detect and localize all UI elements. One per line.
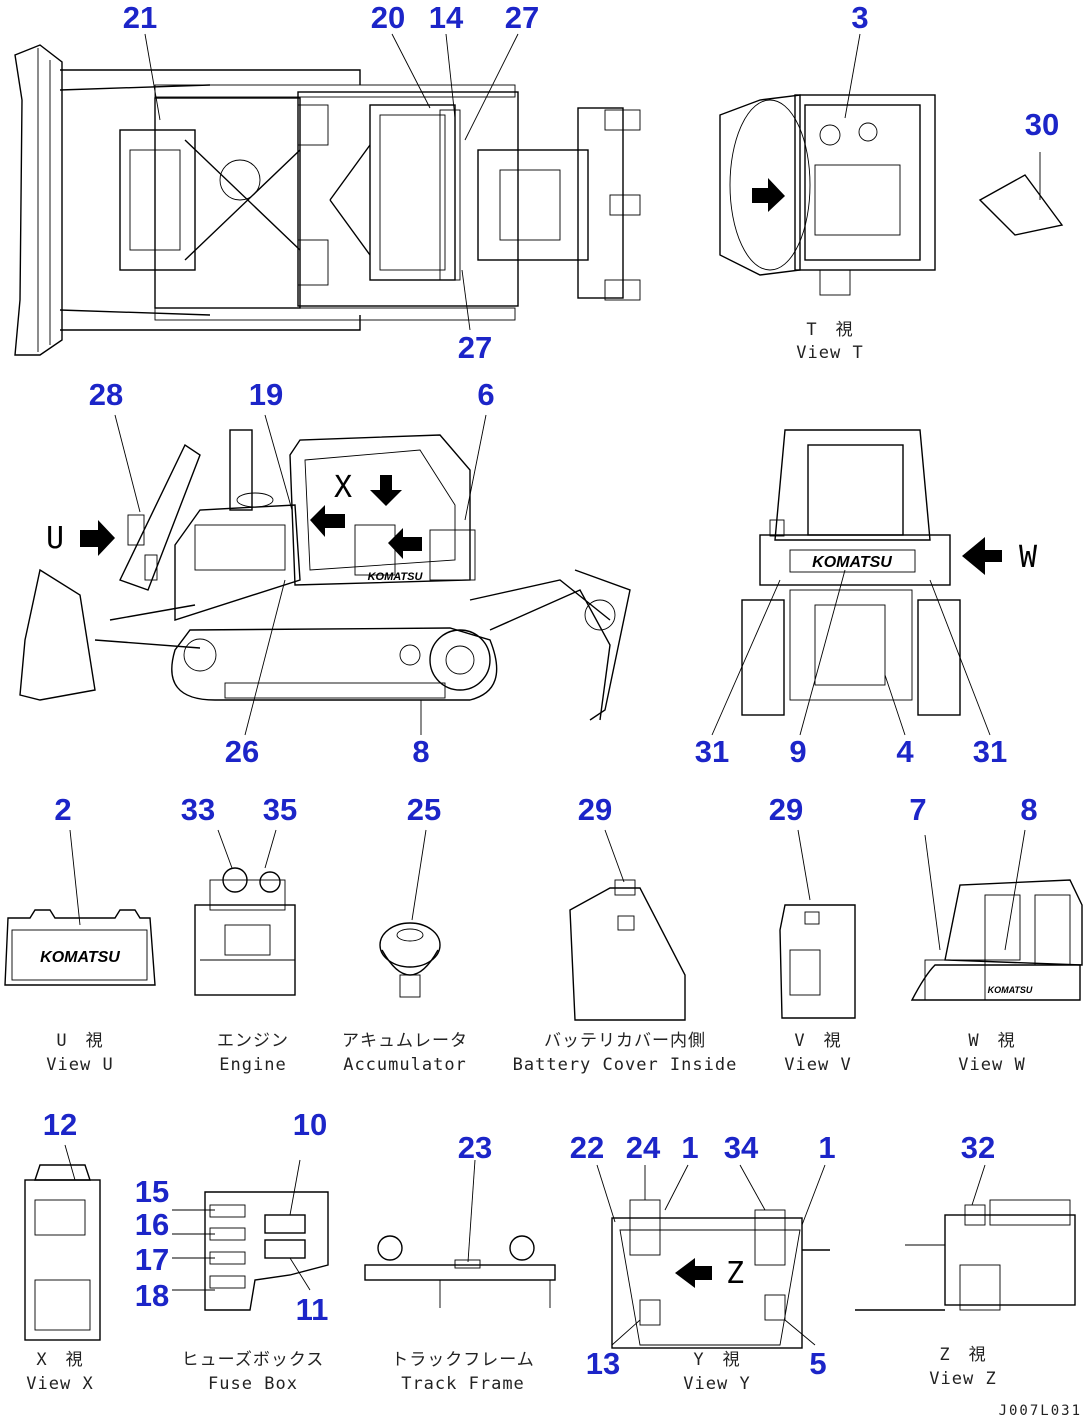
- callout-30: 30: [1025, 107, 1059, 142]
- callout-19: 19: [249, 377, 283, 412]
- callout-27-bottom: 27: [458, 330, 492, 365]
- side-view-drawing: U X KOMATSU: [19, 414, 631, 736]
- callout-29-view-v: 29: [769, 792, 803, 827]
- caption-view-t-jp: T 視: [806, 320, 853, 340]
- callout-31-left: 31: [695, 734, 729, 769]
- callout-11: 11: [296, 1292, 329, 1327]
- callout-8-side: 8: [412, 734, 429, 769]
- callout-23: 23: [458, 1130, 492, 1165]
- side-w-logo: KOMATSU: [988, 985, 1033, 995]
- callout-28: 28: [89, 377, 123, 412]
- caption-view-u-en: View U: [46, 1055, 113, 1075]
- callout-22: 22: [570, 1130, 604, 1165]
- callout-8-view-w: 8: [1020, 792, 1037, 827]
- view-captions: T 視 View T U 視 View U エンジン Engine アキュムレー…: [26, 320, 1025, 1394]
- callout-2: 2: [54, 792, 71, 827]
- drawing-code: J007L031: [999, 1403, 1082, 1419]
- caption-view-x-en: View X: [26, 1374, 93, 1394]
- caption-view-y-en: View Y: [683, 1374, 750, 1394]
- callout-20: 20: [371, 0, 405, 35]
- callout-14: 14: [429, 0, 464, 35]
- callout-9: 9: [789, 734, 806, 769]
- top-view-drawing: [14, 33, 641, 356]
- caption-engine-en: Engine: [219, 1055, 286, 1075]
- callout-25: 25: [407, 792, 441, 827]
- callout-26: 26: [225, 734, 259, 769]
- caption-view-w-en: View W: [958, 1055, 1025, 1075]
- battery-cover-drawing: [569, 829, 686, 1021]
- track-frame-drawing: [364, 1159, 556, 1308]
- caption-track-jp: トラックフレーム: [391, 1350, 535, 1370]
- view-letter-u: U: [46, 521, 64, 556]
- fuse-box-drawing: [172, 1159, 329, 1311]
- view-x-drawing: [24, 1144, 101, 1341]
- callout-27-top: 27: [505, 0, 539, 35]
- caption-view-v-jp: V 視: [794, 1031, 841, 1051]
- caption-view-v-en: View V: [784, 1055, 851, 1075]
- caption-view-x-jp: X 視: [36, 1350, 83, 1370]
- callout-7: 7: [909, 792, 926, 827]
- view-letter-x: X: [334, 470, 352, 505]
- side-logo: KOMATSU: [368, 571, 424, 583]
- callout-12: 12: [43, 1107, 77, 1142]
- callout-34: 34: [724, 1130, 759, 1165]
- engine-drawing: [194, 829, 296, 996]
- caption-engine-jp: エンジン: [217, 1031, 289, 1051]
- view-y-drawing: Z: [596, 1164, 830, 1349]
- view-t-drawing: [719, 33, 1064, 296]
- rear-view-drawing: KOMATSU W: [711, 429, 1038, 736]
- callout-18: 18: [135, 1278, 169, 1313]
- grille-logo: KOMATSU: [40, 949, 120, 966]
- caption-accumulator-jp: アキュムレータ: [342, 1031, 468, 1051]
- view-w-drawing: KOMATSU: [910, 829, 1083, 1001]
- view-letter-w: W: [1019, 540, 1038, 575]
- callout-35: 35: [263, 792, 297, 827]
- callout-24: 24: [626, 1130, 661, 1165]
- caption-battery-en: Battery Cover Inside: [513, 1055, 738, 1075]
- callout-5: 5: [809, 1346, 826, 1381]
- rear-logo: KOMATSU: [812, 554, 892, 571]
- view-v-drawing: [779, 829, 856, 1019]
- callout-10: 10: [293, 1107, 327, 1142]
- callout-13: 13: [586, 1346, 620, 1381]
- callout-16: 16: [135, 1207, 169, 1242]
- view-z-drawing: [855, 1164, 1076, 1311]
- caption-view-u-jp: U 視: [56, 1031, 103, 1051]
- caption-view-y-jp: Y 視: [693, 1350, 740, 1370]
- callout-17: 17: [135, 1242, 169, 1277]
- caption-view-w-jp: W 視: [968, 1031, 1015, 1051]
- callout-3: 3: [851, 0, 868, 35]
- caption-track-en: Track Frame: [401, 1374, 525, 1394]
- caption-view-t-en: View T: [796, 343, 863, 363]
- caption-fuse-jp: ヒューズボックス: [182, 1350, 325, 1370]
- caption-view-z-jp: Z 視: [939, 1345, 986, 1365]
- callout-15: 15: [135, 1174, 169, 1209]
- caption-accumulator-en: Accumulator: [343, 1055, 467, 1075]
- view-letter-z: Z: [726, 1256, 744, 1291]
- callout-6: 6: [477, 377, 494, 412]
- view-u-drawing: KOMATSU: [4, 829, 156, 986]
- callout-numbers: 21 20 14 27 27 3 30 28 19 6 26 8 31 9 4 …: [43, 0, 1059, 1381]
- caption-battery-jp: バッテリカバー内側: [544, 1031, 706, 1051]
- callout-32: 32: [961, 1130, 995, 1165]
- caption-view-z-en: View Z: [929, 1369, 996, 1389]
- callout-1-left: 1: [681, 1130, 698, 1165]
- caption-fuse-en: Fuse Box: [208, 1374, 298, 1394]
- callout-33: 33: [181, 792, 215, 827]
- callout-29-battery: 29: [578, 792, 612, 827]
- callout-31-right: 31: [973, 734, 1007, 769]
- callout-1-right: 1: [818, 1130, 835, 1165]
- accumulator-drawing: [379, 829, 441, 998]
- callout-4: 4: [896, 734, 914, 769]
- callout-21: 21: [123, 0, 157, 35]
